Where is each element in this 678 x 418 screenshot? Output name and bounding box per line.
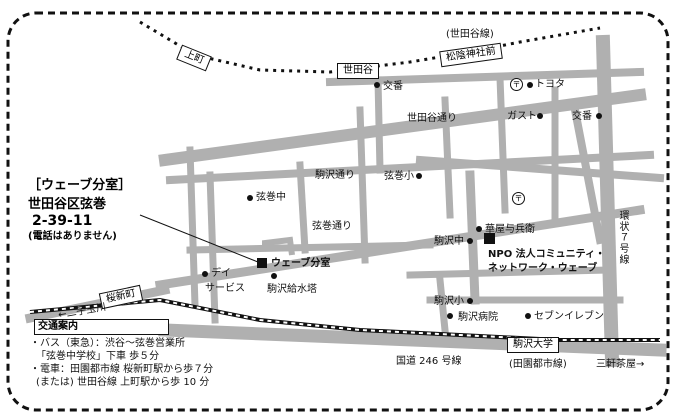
- office-access-path: [262, 236, 295, 256]
- office-callout: [139, 214, 259, 263]
- den-en-toshi-line-track: [29, 297, 660, 342]
- office-marker-label: ウェーブ分室: [271, 258, 331, 269]
- landmark-seven-eleven: セブンイレブン: [534, 311, 604, 322]
- transport-line-1: ・バス（東急）：渋谷〜弦巻営業所: [30, 338, 185, 349]
- road-route246: 国道 246 号線: [396, 356, 462, 367]
- landmark-day-service-2: サービス: [205, 283, 245, 294]
- office-title: ［ウェーブ分室］: [28, 178, 132, 193]
- transport-line-4: (または) 世田谷線 上町駅から歩 10 分: [36, 377, 210, 388]
- gas-dot: [537, 113, 543, 119]
- post-office-icon: 〒: [510, 78, 523, 91]
- road-tsurumaki-dori: 弦巻通り: [312, 221, 352, 232]
- landmark-komazawa-hospital: 駒沢病院: [458, 312, 498, 323]
- office-phone-note: (電話はありません): [28, 231, 117, 242]
- road-kanjo7: 環状７号線: [617, 210, 628, 265]
- station-komazawa-daigaku: 駒沢大学: [507, 337, 559, 353]
- landmark-day-service-1: デイ: [211, 268, 231, 279]
- koban-dot-1: [374, 82, 380, 88]
- transport-line-3: ・電車：田園都市線 桜新町駅から歩７分: [30, 364, 214, 375]
- tsurumaki-chu-dot: [247, 195, 253, 201]
- direction-sangenjaya: 三軒茶屋→: [596, 359, 645, 370]
- office-address-line2: 2-39-11: [32, 213, 93, 229]
- setagaya-line-label: (世田谷線): [446, 29, 494, 40]
- office-address-line1: 世田谷区弦巻: [28, 197, 107, 212]
- post-office-icon-2: 〒: [512, 192, 525, 205]
- landmark-koban-1: 交番: [383, 81, 403, 92]
- komazawa-chu-dot: [467, 238, 473, 244]
- office-marker: [257, 258, 267, 268]
- landmark-gas: ガスト: [507, 111, 537, 122]
- transport-line-2: 「弦巻中学校」下車 歩５分: [36, 351, 160, 362]
- landmark-toyota: トヨタ: [535, 79, 565, 90]
- koban-dot-2: [596, 113, 602, 119]
- den-en-toshi-line-label: (田園都市線): [509, 359, 567, 370]
- kyusuito-dot: [271, 273, 277, 279]
- seven-dot: [525, 313, 531, 319]
- landmark-komazawa-chu: 駒沢中: [434, 236, 464, 247]
- transport-heading: 交通案内: [34, 319, 169, 335]
- landmark-tsurumaki-sho: 弦巻小: [384, 171, 414, 182]
- landmark-hanaya: 華屋与兵衛: [485, 224, 535, 235]
- hanaya-dot: [476, 226, 482, 232]
- npo-label-line2: ネットワーク・ウェーブ: [488, 263, 598, 274]
- office-address-block: ［ウェーブ分室］ 世田谷区弦巻 2-39-11 (電話はありません): [28, 178, 131, 244]
- landmark-tsurumaki-chu: 弦巻中: [256, 192, 286, 203]
- station-setagaya: 世田谷: [337, 63, 379, 79]
- road-komazawa-dori: 駒沢通り: [315, 170, 355, 181]
- komazawa-sho-dot: [467, 298, 473, 304]
- tsurumaki-sho-dot: [416, 173, 422, 179]
- toyota-dot: [527, 82, 533, 88]
- day-service-dot: [202, 271, 208, 277]
- npo-label-line1: NPO 法人コミュニティ・: [488, 249, 606, 260]
- npo-marker: [484, 233, 495, 244]
- road-setagaya-dori: 世田谷通り: [407, 113, 457, 124]
- landmark-koban-2: 交番: [572, 111, 592, 122]
- transport-directions: ・バス（東急）：渋谷〜弦巻営業所 「弦巻中学校」下車 歩５分 ・電車：田園都市線…: [30, 337, 290, 389]
- landmark-kyusuito: 駒沢給水塔: [267, 284, 317, 295]
- hospital-dot: [447, 313, 453, 319]
- landmark-komazawa-sho: 駒沢小: [434, 296, 464, 307]
